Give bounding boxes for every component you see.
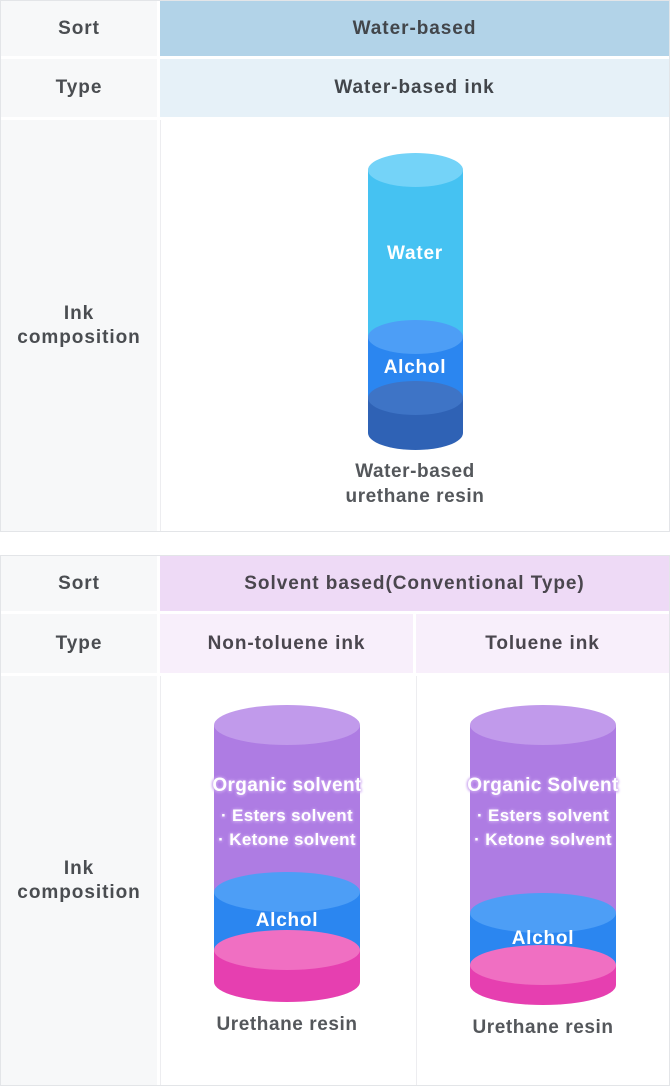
solvent-based-table: Sort Solvent based(Conventional Type) Ty… <box>0 555 670 1086</box>
alcohol-segment-label: Alchol <box>511 928 575 949</box>
water-cylinder-caption: Water-based urethane resin <box>346 459 485 509</box>
caption-line-1: Water-based <box>355 461 475 482</box>
water-type-value: Water-based ink <box>160 59 669 117</box>
solvent-sort-row-label: Sort <box>1 556 157 611</box>
non-toluene-composition-cell: Organic solvent · Esters solvent · Keton… <box>160 676 413 1085</box>
solvent-composition-row-label: Ink composition <box>1 676 157 1085</box>
water-type-row-label: Type <box>1 59 157 117</box>
esters-solvent-bullet: · Esters solvent <box>476 806 610 825</box>
toluene-composition-cell: Organic Solvent · Esters solvent · Keton… <box>416 676 669 1085</box>
toluene-type-value: Toluene ink <box>416 614 669 673</box>
water-sort-row-label: Sort <box>1 1 157 56</box>
solvent-type-row-label: Type <box>1 614 157 673</box>
alcohol-segment-label: Alchol <box>255 910 319 931</box>
ink-composition-label: Ink composition <box>17 302 141 348</box>
water-sort-value: Water-based <box>160 1 669 56</box>
water-segment-label: Water <box>387 242 443 264</box>
organic-solvent-title: Organic solvent <box>212 775 362 796</box>
non-toluene-ink-cylinder: Organic solvent · Esters solvent · Keton… <box>212 705 361 1002</box>
urethane-resin-segment <box>470 945 616 1005</box>
water-composition-row-label: Ink composition <box>1 120 157 531</box>
organic-solvent-text: Organic solvent · Esters solvent · Keton… <box>200 775 374 852</box>
water-ink-cylinder: Water Alchol <box>367 153 463 450</box>
water-composition-cell: Water Alchol Water-based urethane resin <box>160 120 669 531</box>
ketone-solvent-bullet: · Ketone solvent <box>474 830 612 849</box>
water-segment: Water <box>367 153 463 337</box>
toluene-cylinder-caption: Urethane resin <box>472 1017 614 1038</box>
esters-solvent-bullet: · Esters solvent <box>220 806 354 825</box>
organic-solvent-title: Organic Solvent <box>467 775 619 796</box>
non-toluene-type-value: Non-toluene ink <box>160 614 413 673</box>
urethane-resin-segment <box>214 930 360 1002</box>
ink-composition-label: Ink composition <box>17 857 141 903</box>
toluene-ink-cylinder: Organic Solvent · Esters solvent · Keton… <box>467 705 618 1005</box>
organic-solvent-segment: Organic Solvent · Esters solvent · Keton… <box>467 705 618 913</box>
organic-solvent-text: Organic Solvent · Esters solvent · Keton… <box>456 775 630 852</box>
non-toluene-cylinder-caption: Urethane resin <box>216 1014 358 1035</box>
water-based-table: Sort Water-based Type Water-based ink In… <box>0 0 670 532</box>
solvent-sort-value: Solvent based(Conventional Type) <box>160 556 669 611</box>
caption-line-2: urethane resin <box>345 486 485 508</box>
ketone-solvent-bullet: · Ketone solvent <box>218 830 356 849</box>
water-urethane-segment <box>367 381 463 450</box>
organic-solvent-segment: Organic solvent · Esters solvent · Keton… <box>212 705 361 892</box>
alcohol-segment-label: Alchol <box>383 356 447 378</box>
